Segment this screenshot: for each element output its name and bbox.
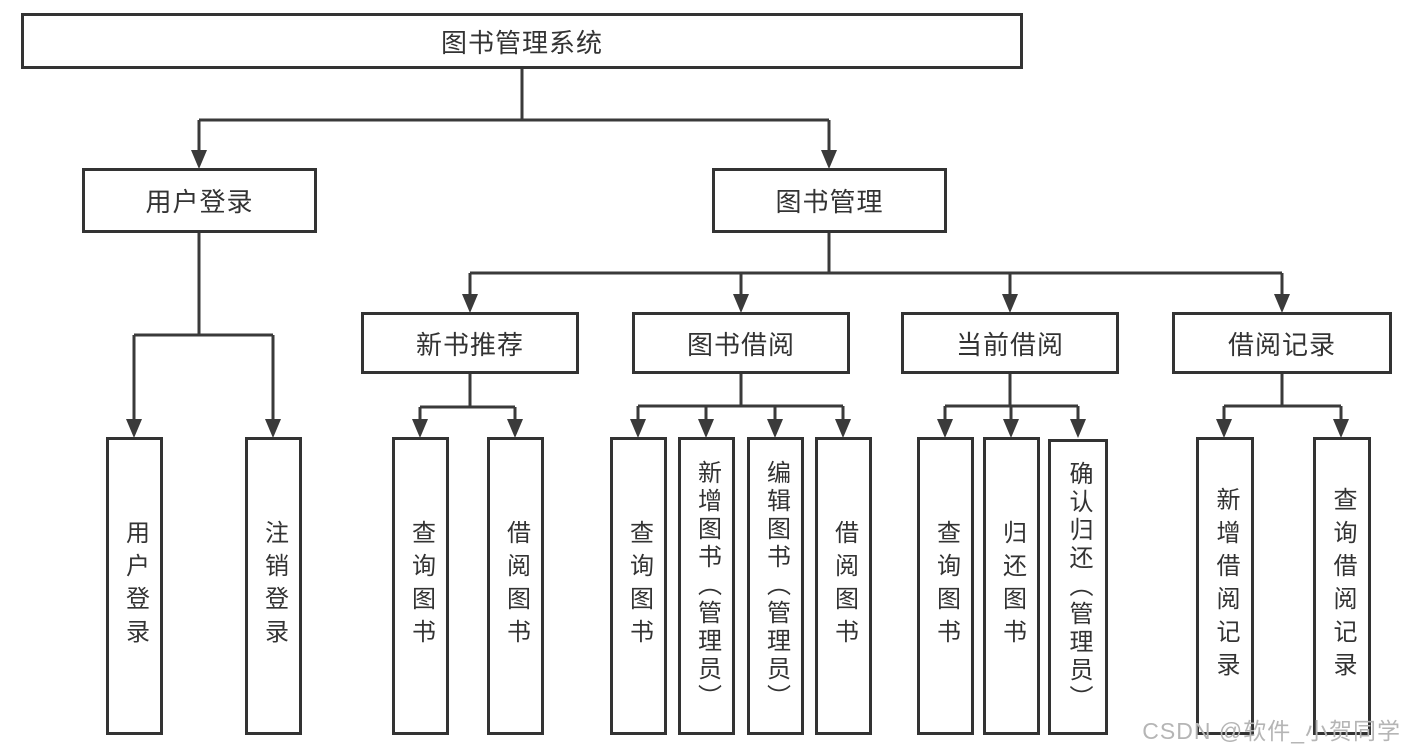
node-library-system: 图书管理系统 (21, 13, 1023, 69)
leaf-logout-label: 注销登录 (260, 520, 288, 652)
node-current-borrow: 当前借阅 (901, 312, 1119, 374)
leaf-user-login-label: 用户登录 (121, 520, 149, 652)
leaf-recommend-borrow-books: 借阅图书 (487, 437, 544, 735)
node-book-management: 图书管理 (712, 168, 947, 233)
node-new-book-recommend-label: 新书推荐 (415, 329, 524, 360)
leaf-logout: 注销登录 (245, 437, 302, 735)
node-new-book-recommend: 新书推荐 (361, 312, 579, 374)
leaf-add-borrow-record-label: 新增借阅记录 (1212, 487, 1239, 685)
leaf-recommend-borrow-books-label: 借阅图书 (502, 520, 530, 652)
leaf-confirm-return-admin: 确认归还（管理员） (1048, 439, 1108, 735)
leaf-user-login: 用户登录 (106, 437, 163, 735)
leaf-edit-books-admin: 编辑图书（管理员） (747, 437, 804, 735)
leaf-borrow-query-books: 查询图书 (610, 437, 667, 735)
node-book-management-label: 图书管理 (775, 187, 884, 217)
leaf-confirm-return-admin-label: 确认归还（管理员） (1065, 461, 1092, 713)
leaf-add-books-admin: 新增图书（管理员） (678, 437, 735, 735)
leaf-recommend-query-books-label: 查询图书 (407, 520, 435, 652)
leaf-return-books-label: 归还图书 (998, 520, 1026, 652)
csdn-watermark: CSDN @软件_小贺同学 (1142, 718, 1401, 744)
leaf-current-query-books-label: 查询图书 (932, 520, 960, 652)
leaf-add-books-admin-label: 新增图书（管理员） (693, 460, 721, 712)
leaf-return-books: 归还图书 (983, 437, 1040, 735)
leaf-recommend-query-books: 查询图书 (392, 437, 449, 735)
node-user-login-label: 用户登录 (145, 187, 254, 217)
leaf-current-query-books: 查询图书 (917, 437, 974, 735)
leaf-edit-books-admin-label: 编辑图书（管理员） (762, 460, 790, 712)
node-current-borrow-label: 当前借阅 (955, 329, 1064, 360)
node-borrow-records-label: 借阅记录 (1227, 329, 1336, 360)
node-user-login: 用户登录 (82, 168, 317, 233)
node-book-borrow-label: 图书借阅 (686, 329, 795, 360)
node-book-borrow: 图书借阅 (632, 312, 850, 374)
leaf-query-borrow-record: 查询借阅记录 (1313, 437, 1371, 735)
leaf-borrow-borrow-books-label: 借阅图书 (830, 520, 858, 652)
leaf-borrow-borrow-books: 借阅图书 (815, 437, 872, 735)
leaf-add-borrow-record: 新增借阅记录 (1196, 437, 1254, 735)
leaf-borrow-query-books-label: 查询图书 (625, 520, 653, 652)
node-library-system-label: 图书管理系统 (440, 27, 603, 58)
leaf-query-borrow-record-label: 查询借阅记录 (1329, 487, 1356, 685)
node-borrow-records: 借阅记录 (1172, 312, 1392, 374)
